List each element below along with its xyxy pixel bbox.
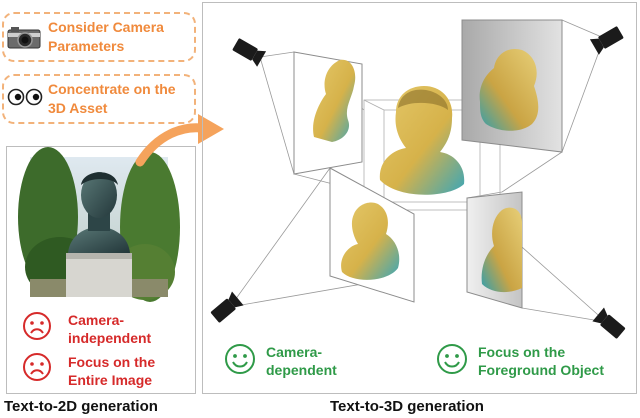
- bust-render-top-right: [479, 48, 539, 131]
- good1-line1: Camera-: [266, 344, 323, 360]
- text-to-2d-caption: Text-to-2D generation: [4, 398, 158, 415]
- video-camera-icon: [232, 38, 267, 67]
- good2-line1: Focus on the: [478, 344, 566, 360]
- good1-line2: dependent: [266, 362, 337, 378]
- sad-face-icon: [23, 312, 51, 340]
- tip-box-camera: [2, 12, 196, 62]
- video-camera-icon: [592, 307, 626, 339]
- bust-photo: [18, 147, 180, 302]
- bust-render-bottom-right: [481, 207, 522, 293]
- happy-face-icon: [225, 344, 255, 374]
- bust-render-top-left: [313, 59, 356, 143]
- curved-arrow-icon: [135, 114, 224, 167]
- eyes-icon: [7, 88, 43, 106]
- tip2-line1: Concentrate on the: [48, 81, 176, 97]
- tip1-line2: Parameters: [48, 38, 125, 54]
- bust-render-center: [379, 86, 465, 195]
- bad1-line1: Camera-: [68, 312, 125, 328]
- text-to-3d-caption: Text-to-3D generation: [330, 398, 484, 415]
- sad-face-icon: [23, 353, 51, 381]
- text-to-2d-frame: [6, 146, 196, 394]
- tip1-line1: Consider Camera: [48, 19, 164, 35]
- video-camera-icon: [589, 26, 624, 55]
- bad2-line1: Focus on the: [68, 354, 156, 370]
- video-camera-icon: [210, 291, 244, 323]
- camera-icon: [7, 27, 41, 49]
- bad2-line2: Entire Image: [68, 372, 153, 388]
- text-to-3d-frame: [202, 2, 637, 394]
- text-to-3d-scene: [210, 19, 626, 339]
- tip2-line2: 3D Asset: [48, 100, 108, 116]
- bust-render-bottom-left: [341, 202, 400, 280]
- tip-box-3d-asset: [2, 74, 196, 124]
- good2-line2: Foreground Object: [478, 362, 604, 378]
- happy-face-icon: [437, 344, 467, 374]
- bad1-line2: independent: [68, 330, 152, 346]
